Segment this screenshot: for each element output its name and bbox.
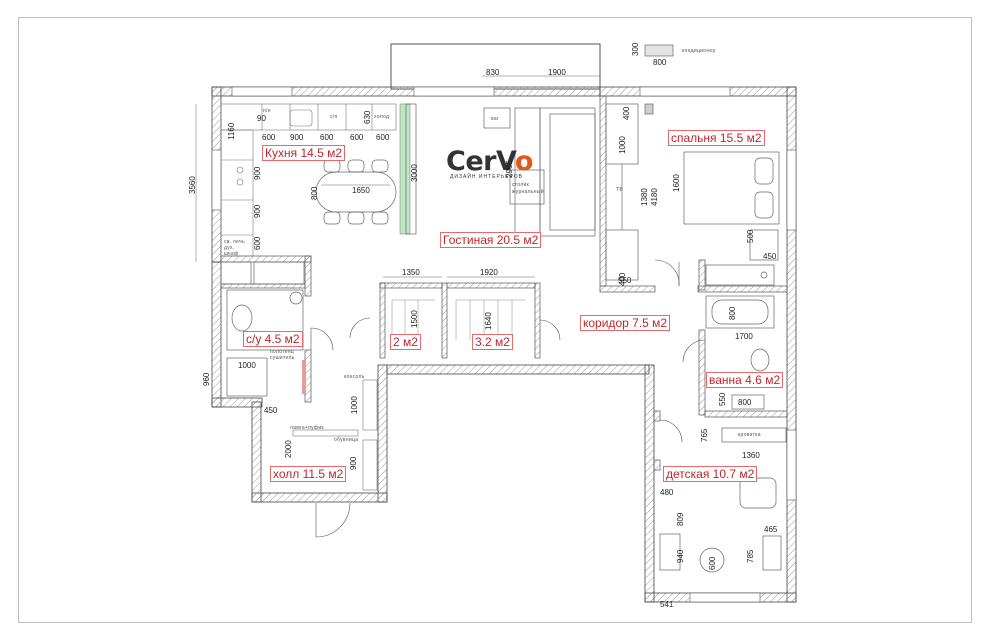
dim-label: 550	[618, 276, 632, 285]
room-label-hall: холл 11.5 м2	[270, 466, 347, 482]
brand-name: CerVo	[446, 146, 533, 177]
ac-legend-swatch	[644, 44, 674, 57]
dim-label: 2965	[505, 160, 514, 178]
dim-label: 400	[622, 106, 631, 120]
dim-label: 800	[310, 186, 319, 200]
room-label-closet-2: 3.2 м2	[472, 334, 513, 350]
room-label-closet-1: 2 м2	[390, 334, 421, 350]
closets	[391, 299, 525, 340]
dim-label: 90	[257, 114, 266, 123]
room-label-corridor: коридор 7.5 м2	[580, 315, 671, 331]
dim-label: 1380	[640, 188, 649, 206]
brand-accent-letter: o	[514, 146, 534, 177]
dim-label: 940	[676, 549, 685, 563]
wc-fixtures	[220, 261, 306, 397]
doors	[310, 259, 706, 538]
note-vag: ваг	[491, 116, 500, 122]
bedroom-furniture	[605, 103, 780, 281]
dim-label: 809	[676, 512, 685, 526]
dim-label: 600	[253, 236, 262, 250]
dim-label: 600	[376, 133, 390, 142]
dim-label: 1500	[410, 310, 419, 328]
bath-fixtures	[705, 264, 775, 410]
dim-label: 541	[660, 600, 674, 609]
room-label-bath: ванна 4.6 м2	[706, 372, 784, 388]
note-dryer: сушитель	[270, 355, 295, 361]
dim-label: 600	[320, 133, 334, 142]
kitchen-counters	[220, 103, 397, 257]
dim-label: 1000	[618, 136, 627, 154]
room-label-wc: с/у 4.5 м2	[243, 331, 303, 347]
room-label-bedroom: спальня 15.5 м2	[668, 130, 765, 146]
dim-label: 550	[718, 392, 727, 406]
note-fridge: холод	[374, 114, 390, 120]
note-pn: п/н	[263, 108, 271, 114]
ac-legend-height: 300	[631, 42, 640, 56]
dim-label: 1900	[548, 68, 566, 77]
dim-label: 1640	[484, 312, 493, 330]
hall-furniture	[292, 379, 378, 491]
dim-label: 600	[262, 133, 276, 142]
dim-label: 800	[728, 306, 737, 320]
dim-label: 2000	[284, 440, 293, 458]
drawing-frame	[18, 17, 972, 623]
dim-label: 900	[290, 133, 304, 142]
dim-label: 450	[264, 406, 278, 415]
ac-legend-width: 800	[653, 58, 667, 67]
dim-label: 1000	[238, 361, 256, 370]
dim-label: 785	[746, 549, 755, 563]
dim-label: 600	[708, 556, 717, 570]
dim-label: 630	[363, 110, 372, 124]
dining-table	[315, 159, 397, 225]
windows	[211, 86, 797, 603]
dim-label: 830	[486, 68, 500, 77]
dim-label: 4180	[650, 188, 659, 206]
kitchen-green-panel	[399, 103, 411, 235]
brand-subtitle: ДИЗАЙН ИНТЕРЬЕРОВ	[450, 174, 523, 180]
ac-legend-label: кондиционер	[682, 48, 716, 54]
note-sp: с/п	[330, 114, 338, 120]
dim-label: 1160	[227, 122, 236, 140]
dim-label: 3560	[188, 176, 197, 194]
brand-logo: CerVo ДИЗАЙН ИНТЕРЬЕРОВ	[446, 146, 533, 180]
dim-label: 3000	[410, 164, 419, 182]
dim-label: 900	[349, 456, 358, 470]
note-bench: лавка+пуфик	[290, 425, 324, 431]
dim-label: 500	[746, 229, 755, 243]
note-console: консоль	[344, 374, 365, 380]
note-shoes: обувница	[334, 437, 359, 443]
note-crib: кроватка	[738, 432, 761, 438]
dim-label: 480	[660, 488, 674, 497]
note-towel: полотенц	[270, 349, 295, 355]
note-oven: св. печь	[224, 239, 245, 245]
dimension-lines	[195, 75, 600, 278]
dim-label: 1000	[350, 396, 359, 414]
dim-label: 900	[253, 204, 262, 218]
room-label-living: Гостиная 20.5 м2	[440, 232, 542, 248]
dim-label: 1700	[735, 332, 753, 341]
note-tv: ТВ	[616, 187, 623, 193]
dim-label: 765	[700, 428, 709, 442]
note-coffee: журнальный	[512, 189, 544, 195]
note-duh: дух.	[224, 245, 235, 251]
dim-label: 800	[738, 398, 752, 407]
dim-label: 960	[202, 372, 211, 386]
dim-label: 1650	[352, 186, 370, 195]
dim-label: 450	[763, 252, 777, 261]
room-label-kids: детская 10.7 м2	[663, 466, 758, 482]
room-label-kitchen: Кухня 14.5 м2	[262, 145, 346, 161]
dim-label: 1350	[402, 268, 420, 277]
dim-label: 1600	[672, 174, 681, 192]
dim-label: 1360	[742, 451, 760, 460]
dim-label: 1920	[480, 268, 498, 277]
kids-furniture	[659, 427, 787, 573]
living-furniture	[405, 103, 596, 237]
dim-label: 900	[253, 166, 262, 180]
note-shkaf: шкаф	[224, 251, 239, 257]
dim-label: 465	[764, 525, 778, 534]
dim-label: 600	[350, 133, 364, 142]
note-table: столик	[512, 182, 530, 188]
balcony	[390, 43, 601, 90]
